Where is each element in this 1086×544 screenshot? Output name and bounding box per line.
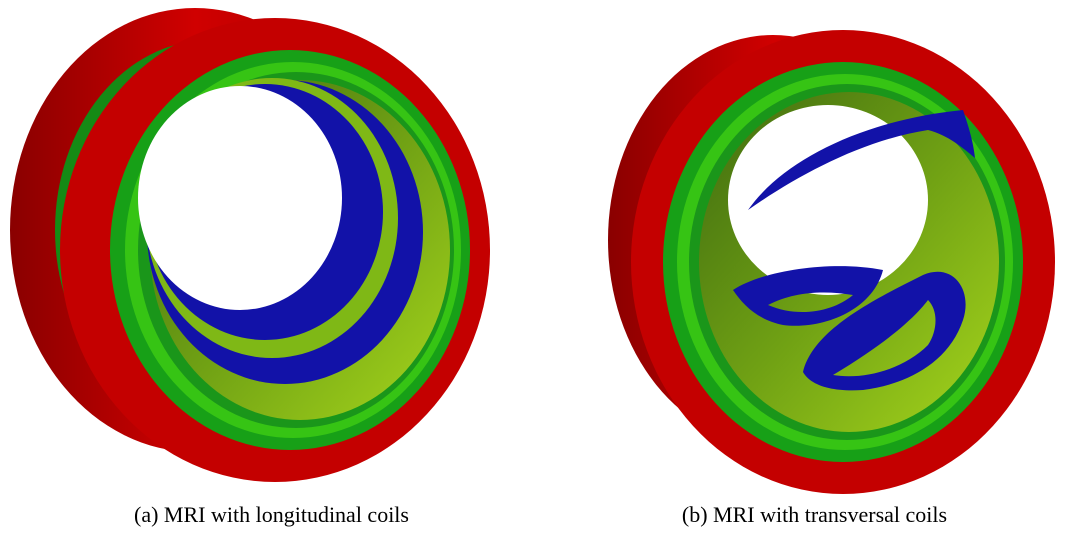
bore-opening — [138, 86, 342, 310]
caption-a: (a) MRI with longitudinal coils — [134, 502, 409, 527]
panel-b: (b) MRI with transversal coils — [543, 0, 1086, 544]
coil-lower-right-saddle — [803, 271, 966, 391]
caption-b: (b) MRI with transversal coils — [681, 502, 948, 527]
coil-upper-saddle — [748, 110, 975, 210]
mri-transversal-render — [608, 30, 1055, 494]
coil-lower-left-saddle — [733, 266, 883, 326]
mri-longitudinal-render — [10, 8, 490, 482]
panel-a: (a) MRI with longitudinal coils — [10, 8, 490, 527]
bore-opening — [728, 105, 928, 295]
